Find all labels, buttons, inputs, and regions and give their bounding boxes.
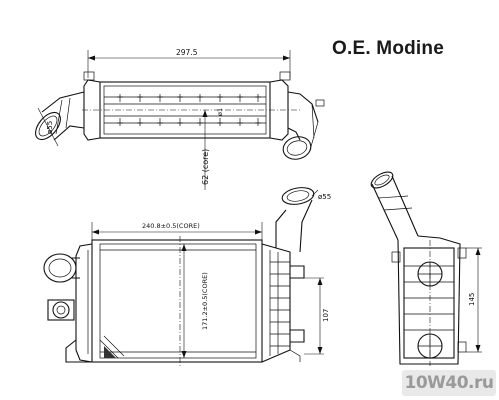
dim-core-width: 240.8±0.5(CORE) [142, 222, 200, 230]
end-view: 145 [370, 171, 482, 366]
dim-front-height: 107 [322, 309, 330, 322]
top-view: 297.5 ø55 [35, 48, 325, 190]
dim-side-pipe-dia: ø55 [318, 193, 331, 201]
watermark: 10W40.ru [402, 370, 496, 396]
dim-top-tube: ø1 [216, 108, 224, 116]
front-view: 240.8±0.5(CORE) 171.2±0.5(CORE) [43, 187, 331, 366]
dim-top-length: 297.5 [176, 48, 198, 57]
dim-top-pipe-dia: ø55 [46, 121, 54, 134]
dim-top-core-height: 62 (core) [201, 149, 210, 185]
dim-core-height: 171.2±0.5(CORE) [201, 272, 209, 330]
brand-label: O.E. Modine [332, 38, 444, 59]
dim-end-height: 145 [468, 293, 476, 306]
